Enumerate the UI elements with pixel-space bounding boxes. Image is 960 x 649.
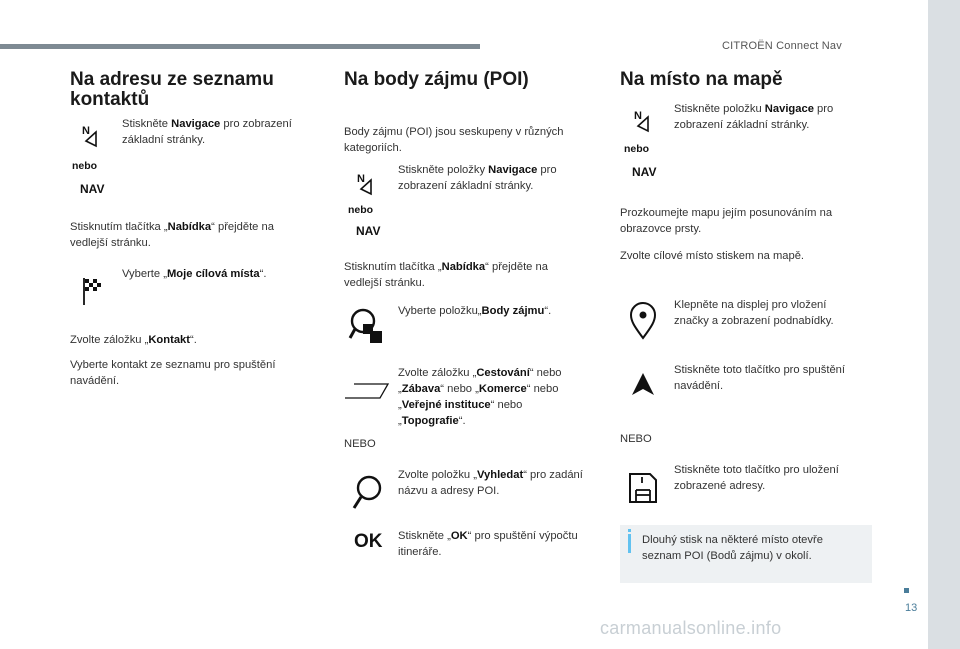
col2-nebo-caps: NEBO xyxy=(344,438,376,450)
map-pin-icon xyxy=(629,302,657,340)
page-number: 13 xyxy=(905,602,918,614)
start-guidance-icon xyxy=(632,373,654,395)
col3-step1: Stiskněte položku Navigace pro zobrazení… xyxy=(674,103,834,131)
col3-step-go: Stiskněte toto tlačítko pro spuštění nav… xyxy=(674,364,846,392)
svg-text:N: N xyxy=(634,110,642,122)
col1-step2: Vyberte „Moje cílová místa“. xyxy=(122,268,267,280)
col2-title: Na body zájmu (POI) xyxy=(344,69,529,90)
col1-nav: NAV xyxy=(80,182,105,196)
svg-text:N: N xyxy=(357,173,365,185)
col3-step-pin: Klepněte na displej pro vložení značky a… xyxy=(674,299,834,327)
col3-nebo: nebo xyxy=(624,143,650,155)
col2-nebo: nebo xyxy=(348,204,374,216)
col3-nav: NAV xyxy=(632,165,657,179)
header-bar xyxy=(0,44,480,49)
col2-step-tab: Zvolte záložku „Cestování“ nebo „Zábava“… xyxy=(398,367,562,427)
search-icon xyxy=(352,475,382,509)
tab-icon xyxy=(345,383,390,399)
navigation-icon: N xyxy=(82,125,97,148)
col2-para-menu: Stisknutím tlačítka „Nabídka“ přejděte n… xyxy=(344,261,548,289)
col3-title: Na místo na mapě xyxy=(620,69,783,90)
col1-step1: Stiskněte Navigace pro zobrazení základn… xyxy=(122,118,292,146)
navigation-icon: N xyxy=(634,110,649,133)
hint-text: Dlouhý stisk na některé místo otevře sez… xyxy=(642,534,823,562)
info-icon-bar xyxy=(628,534,631,553)
checkered-flag-icon xyxy=(83,278,101,305)
col1-title: Na adresu ze seznamu kontaktů xyxy=(70,69,274,110)
col1-nebo: nebo xyxy=(72,160,98,172)
ok-icon: OK xyxy=(354,531,383,552)
col2-intro: Body zájmu (POI) jsou seskupeny v různýc… xyxy=(344,126,564,154)
hint-box: Dlouhý stisk na některé místo otevře sez… xyxy=(620,525,872,583)
col2-step-search: Zvolte položku „Vyhledat“ pro zadání náz… xyxy=(398,469,583,497)
col3-para-select: Zvolte cílové místo stiskem na mapě. xyxy=(620,250,805,262)
save-icon xyxy=(629,473,657,503)
col3-step-save: Stiskněte toto tlačítko pro uložení zobr… xyxy=(674,464,839,492)
page-marker xyxy=(904,588,909,593)
col2-step-poi: Vyberte položku„Body zájmu“. xyxy=(398,305,552,317)
col3-para-map: Prozkoumejte mapu jejím posunováním na o… xyxy=(620,207,833,235)
col2-step1: Stiskněte položky Navigace pro zobrazení… xyxy=(398,164,557,192)
info-icon xyxy=(628,529,631,532)
col2-nav: NAV xyxy=(356,224,381,238)
col1-para-menu: Stisknutím tlačítka „Nabídka“ přejděte n… xyxy=(70,221,274,249)
col3-nebo-caps: NEBO xyxy=(620,433,652,445)
watermark: carmanualsonline.info xyxy=(600,618,782,638)
col1-para-tab: Zvolte záložku „Kontakt“. xyxy=(70,334,197,346)
brand-label: CITROËN Connect Nav xyxy=(722,40,842,52)
svg-text:N: N xyxy=(82,125,90,137)
page-edge-strip xyxy=(928,0,960,649)
col2-step-ok: Stiskněte „OK“ pro spuštění výpočtu itin… xyxy=(398,530,578,558)
col1-para-contact: Vyberte kontakt ze seznamu pro spuštění … xyxy=(70,359,276,387)
navigation-icon: N xyxy=(357,173,372,196)
poi-search-icon xyxy=(348,308,382,343)
